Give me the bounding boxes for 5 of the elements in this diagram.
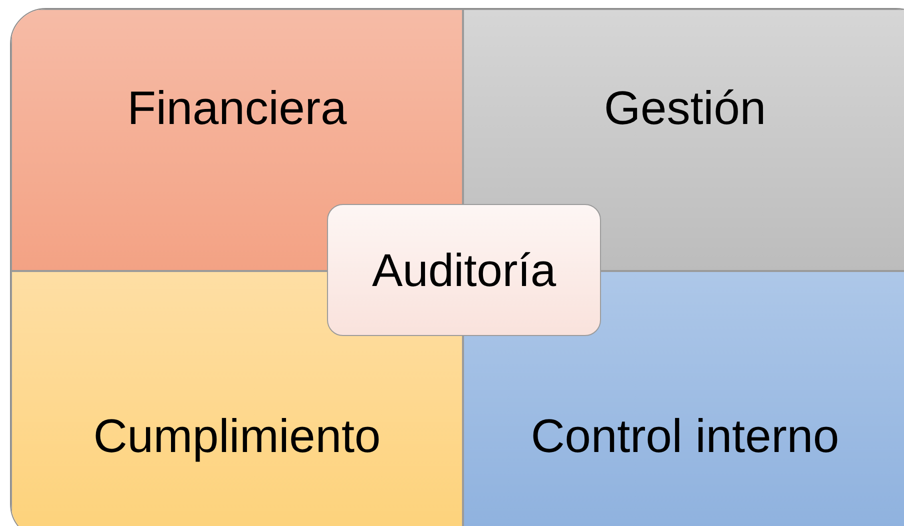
quadrant-label: Financiera (126, 84, 348, 131)
quadrant-label: Control interno (530, 412, 840, 459)
center-label: Auditoría (372, 243, 556, 297)
quadrant-label: Gestión (603, 84, 767, 131)
center-box (327, 204, 601, 336)
